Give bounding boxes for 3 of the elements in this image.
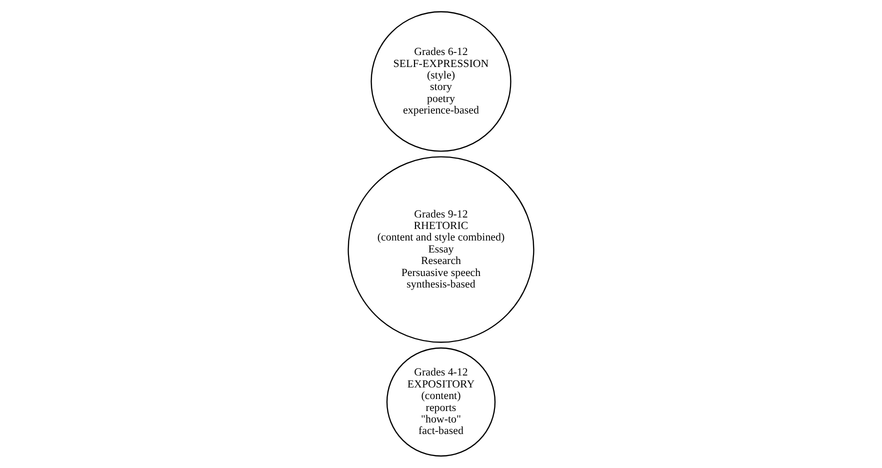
node-circle: Grades 6-12 SELF-EXPRESSION (style) story poetry experience-based (370, 11, 512, 152)
node-circle: Grades 4-12 EXPOSITORY (content) reports "how-to" fact-based (386, 347, 496, 457)
node-circle: Grades 9-12 RHETORIC (content and style combined) Essay Research Persuasive speech synthesis-based (348, 156, 534, 343)
